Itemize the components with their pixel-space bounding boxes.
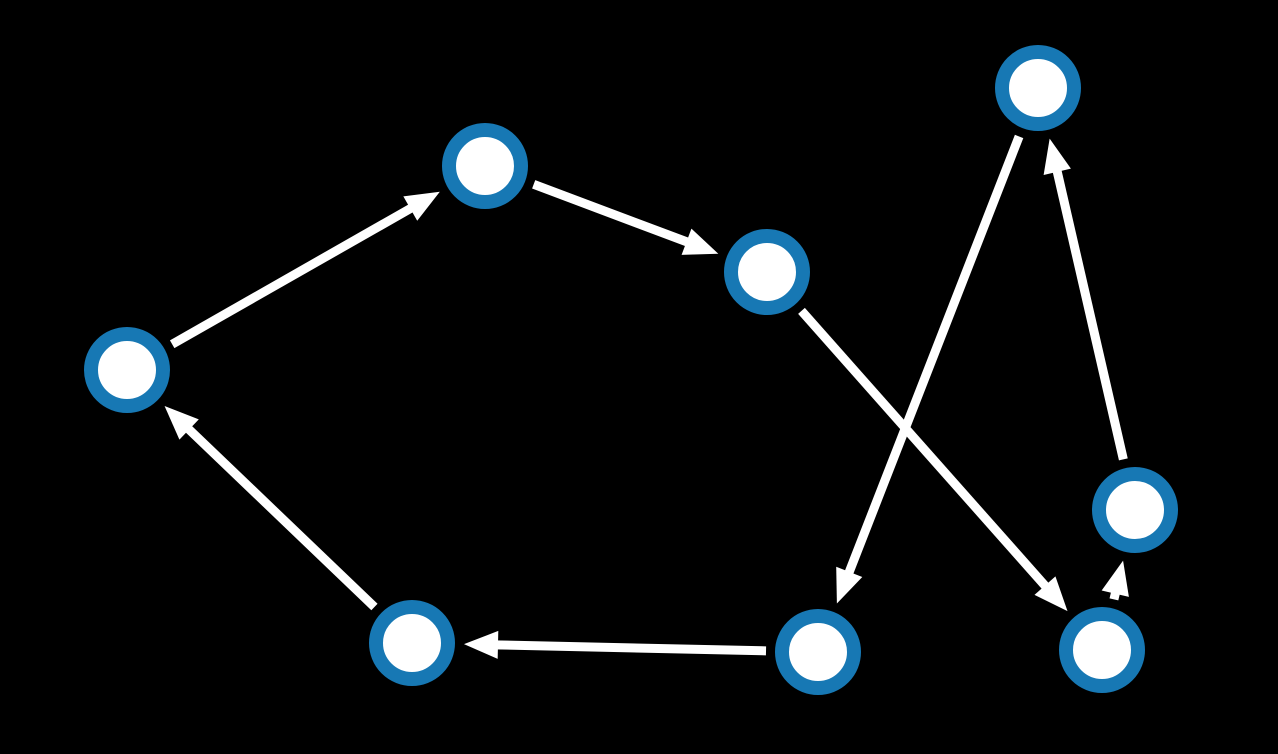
graph-edge-node-bottom-right-to-node-right-mid xyxy=(1101,560,1129,601)
graph-edge-node-center-to-node-bottom-right xyxy=(798,307,1068,612)
graph-edge-node-left-to-node-top-mid xyxy=(169,191,440,349)
arrowhead-icon xyxy=(1043,138,1071,175)
arrowhead-icon xyxy=(463,630,499,659)
arrowhead-icon xyxy=(1034,576,1068,612)
edge-line xyxy=(798,307,1051,592)
graph-edge-node-top-right-to-node-bottom-mid xyxy=(836,134,1024,604)
arrowhead-icon xyxy=(403,191,440,221)
edge-line xyxy=(493,640,767,656)
edge-line xyxy=(169,202,416,349)
edge-line xyxy=(183,423,378,611)
arrowhead-icon xyxy=(1101,560,1129,597)
graph-edge-node-right-mid-to-node-top-right xyxy=(1043,138,1128,461)
graph-edge-node-bottom-mid-to-node-bottom-left xyxy=(463,630,767,659)
graph-node-right-mid xyxy=(1092,467,1178,553)
graph-edge-node-bottom-left-to-node-left xyxy=(164,405,378,611)
edge-line xyxy=(843,134,1024,578)
graph-node-bottom-left xyxy=(369,600,455,686)
edge-line xyxy=(1051,166,1128,461)
graph-node-top-mid xyxy=(442,123,528,209)
graph-node-left xyxy=(84,327,170,413)
arrowhead-icon xyxy=(681,228,719,255)
graph-node-top-right xyxy=(995,45,1081,131)
graph-node-bottom-right xyxy=(1059,607,1145,693)
edge-line xyxy=(532,180,692,248)
graph-node-center xyxy=(724,229,810,315)
arrowhead-icon xyxy=(164,405,199,440)
graph-edge-node-top-mid-to-node-center xyxy=(532,180,719,255)
graph-node-bottom-mid xyxy=(775,609,861,695)
arrowhead-icon xyxy=(836,566,863,604)
